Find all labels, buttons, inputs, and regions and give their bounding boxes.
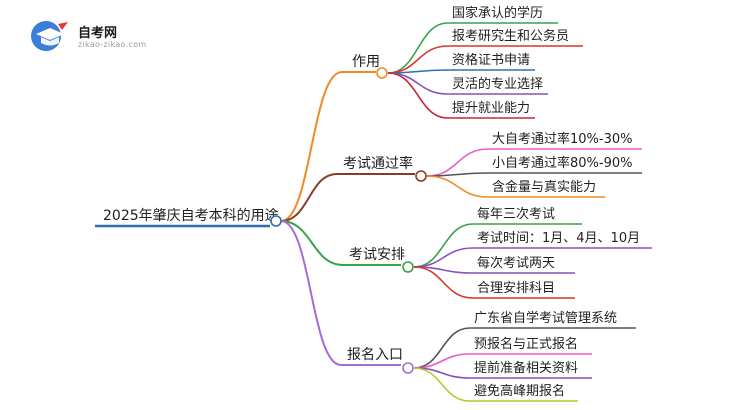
leaf-label: 资格证书申请 <box>452 52 530 68</box>
leaf-connector <box>426 175 489 198</box>
leaf-connector <box>387 22 449 74</box>
leaf-label: 提前准备相关资料 <box>474 360 578 376</box>
root-connector <box>280 220 342 366</box>
root-connector <box>280 173 338 222</box>
branch-node <box>402 362 414 374</box>
logo-url: zikao-zikao.com <box>78 40 147 49</box>
leaf-label: 每年三次考试 <box>477 206 555 222</box>
leaf-label: 提升就业能力 <box>452 100 530 116</box>
leaf-connector <box>413 266 474 299</box>
leaf-label: 小自考通过率80%-90% <box>492 155 632 171</box>
branch-label: 报名入口 <box>347 347 403 363</box>
root-connector <box>280 71 343 222</box>
leaf-label: 预报名与正式报名 <box>474 336 578 352</box>
branch-node <box>402 261 414 273</box>
branch-label: 考试安排 <box>349 247 405 263</box>
root-node <box>270 215 282 227</box>
leaf-connector <box>413 367 471 402</box>
logo-name: 自考网 <box>78 26 118 41</box>
branch-label: 考试通过率 <box>343 155 413 172</box>
leaf-connector <box>387 72 449 95</box>
leaf-label: 考试时间：1月、4月、10月 <box>477 231 640 246</box>
branch-node <box>376 67 388 79</box>
leaf-label: 合理安排科目 <box>477 281 555 296</box>
leaf-label: 大自考通过率10%-30% <box>492 131 632 147</box>
leaf-connector <box>387 72 449 119</box>
leaf-connector <box>413 327 471 369</box>
root-connector <box>280 220 344 266</box>
leaf-label: 广东省自学考试管理系统 <box>474 310 617 326</box>
leaf-connector <box>387 45 449 74</box>
leaf-label: 报考研究生和公务员 <box>452 28 569 44</box>
site-logo[interactable]: 自考网 zikao-zikao.com <box>28 16 168 56</box>
leaf-connector <box>413 223 474 268</box>
leaf-connector <box>413 247 474 268</box>
leaf-label: 灵活的专业选择 <box>452 76 543 92</box>
root-label: 2025年肇庆自考本科的用途 <box>103 207 279 224</box>
leaf-connector <box>426 148 489 177</box>
branch-label: 作用 <box>352 54 380 70</box>
graduation-cap-icon <box>31 21 68 51</box>
leaf-label: 每次考试两天 <box>477 255 555 271</box>
leaf-label: 国家承认的学历 <box>452 5 543 21</box>
leaf-label: 避免高峰期报名 <box>474 383 565 399</box>
branch-node <box>415 170 427 182</box>
leaf-label: 含金量与真实能力 <box>492 179 596 195</box>
